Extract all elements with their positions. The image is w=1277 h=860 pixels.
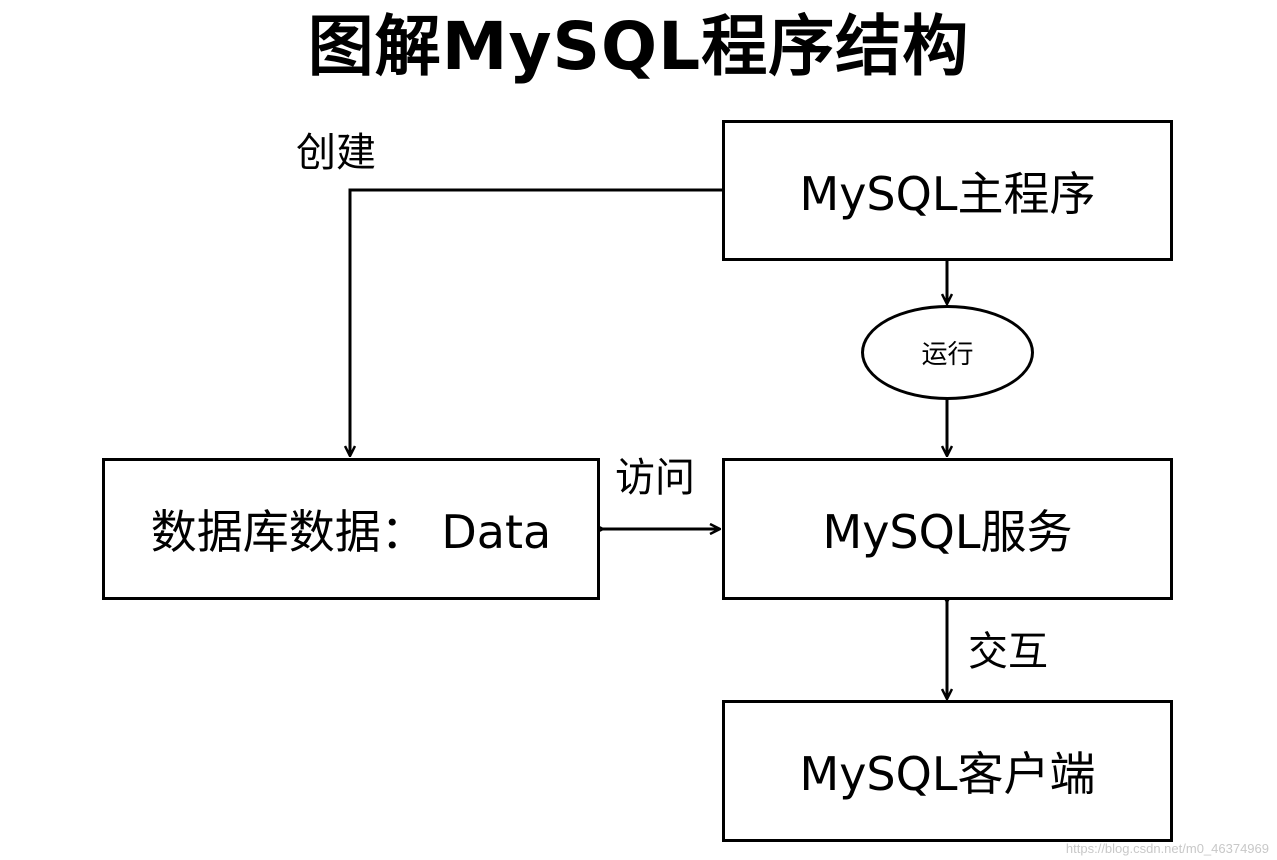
service-box: MySQL服务: [722, 458, 1173, 600]
client-label: MySQL客户端: [799, 747, 1096, 801]
database-box: 数据库数据： Data: [102, 458, 600, 600]
access-edge-label: 访问: [615, 455, 695, 501]
run-ellipse: 运行: [861, 305, 1034, 400]
database-label: 数据库数据： Data: [150, 505, 552, 559]
client-box: MySQL客户端: [722, 700, 1173, 842]
service-label: MySQL服务: [822, 505, 1073, 559]
create-connector: [350, 188, 723, 456]
interact-edge-label: 交互: [968, 629, 1048, 675]
run-label: 运行: [921, 340, 974, 370]
main-program-label: MySQL主程序: [799, 166, 1096, 221]
main-program-box: MySQL主程序: [722, 120, 1173, 261]
diagram-title: 图解MySQL程序结构: [307, 8, 970, 85]
watermark-url: https://blog.csdn.net/m0_46374969: [1065, 841, 1269, 856]
create-edge-label: 创建: [296, 130, 376, 176]
